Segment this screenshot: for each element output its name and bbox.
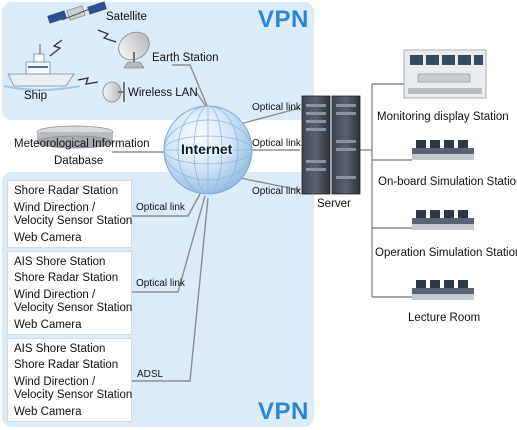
optical-link-label-group2: Optical link — [136, 278, 185, 289]
station-group-1-item-2: Wind Direction / — [14, 202, 96, 214]
link-internet-server-1 — [239, 107, 301, 125]
link-internet-group3 — [130, 197, 209, 382]
monitoring-room-icon — [403, 49, 487, 99]
database-icon — [36, 125, 114, 149]
lecture-room-label: Lecture Room — [408, 312, 481, 324]
wireless-lan-label: Wireless LAN — [128, 87, 198, 99]
earth-station-label: Earth Station — [152, 52, 219, 64]
server-label: Server — [317, 198, 351, 210]
station-group-2-item-4: Velocity Sensor Station — [14, 302, 133, 314]
station-group-2-item-2: Shore Radar Station — [14, 272, 119, 284]
ship-icon — [3, 44, 81, 91]
station-group-3-item-5: Web Camera — [14, 406, 82, 418]
ship-label: Ship — [24, 90, 48, 102]
signal-sat-earth — [97, 29, 117, 43]
link-internet-server-3 — [239, 177, 301, 191]
vpn-label-top: VPN — [258, 6, 309, 33]
signal-sat-ship — [49, 39, 63, 57]
adsl-label: ADSL — [137, 369, 164, 380]
optical-link-label-2: Optical link — [252, 138, 301, 149]
link-earth-internet — [172, 64, 209, 109]
operation-workstations-icon — [412, 210, 474, 230]
database-label: Database — [54, 155, 104, 167]
station-group-2-item-3: Wind Direction / — [14, 289, 96, 301]
station-group-3-item-3: Wind Direction / — [14, 376, 96, 388]
station-group-2-item-5: Web Camera — [14, 319, 82, 331]
lecture-workstations-icon — [412, 280, 474, 300]
internet-label: Internet — [181, 141, 233, 157]
station-group-1: Shore Radar Station Wind Direction / Vel… — [7, 180, 132, 248]
optical-link-label-3: Optical link — [252, 186, 301, 197]
vpn-label-bottom: VPN — [258, 398, 309, 425]
server-rack-icon — [301, 95, 361, 195]
wireless-dish-icon — [102, 81, 125, 103]
station-group-1-item-1: Shore Radar Station — [14, 185, 119, 197]
station-group-3-item-1: AIS Shore Station — [14, 343, 106, 355]
satellite-icon — [47, 1, 107, 24]
station-group-1-item-4: Web Camera — [14, 232, 82, 244]
optical-link-label-group1: Optical link — [136, 202, 185, 213]
monitoring-display-station-label: Monitoring display Station — [377, 111, 509, 123]
station-group-1-item-3: Velocity Sensor Station — [14, 215, 133, 227]
operation-simulation-station-label: Operation Simulation Station — [375, 247, 517, 259]
link-internet-group2 — [130, 195, 206, 293]
earth-station-dish-icon — [118, 31, 150, 69]
onboard-workstations-icon — [412, 140, 474, 160]
station-group-3-item-2: Shore Radar Station — [14, 359, 119, 371]
station-group-2: AIS Shore Station Shore Radar Station Wi… — [7, 251, 132, 335]
meteorological-label: Meteorological Information — [14, 138, 150, 150]
optical-link-label-1: Optical link — [252, 102, 301, 113]
signal-ship-wireless — [77, 77, 99, 85]
station-group-3-item-4: Velocity Sensor Station — [14, 389, 133, 401]
onboard-simulation-station-label: On-board Simulation Station — [378, 176, 517, 188]
internet-globe-icon — [163, 105, 253, 195]
link-internet-group1 — [130, 193, 201, 217]
station-group-3: AIS Shore Station Shore Radar Station Wi… — [7, 338, 132, 422]
station-group-2-item-1: AIS Shore Station — [14, 256, 106, 268]
satellite-label: Satellite — [106, 11, 147, 23]
